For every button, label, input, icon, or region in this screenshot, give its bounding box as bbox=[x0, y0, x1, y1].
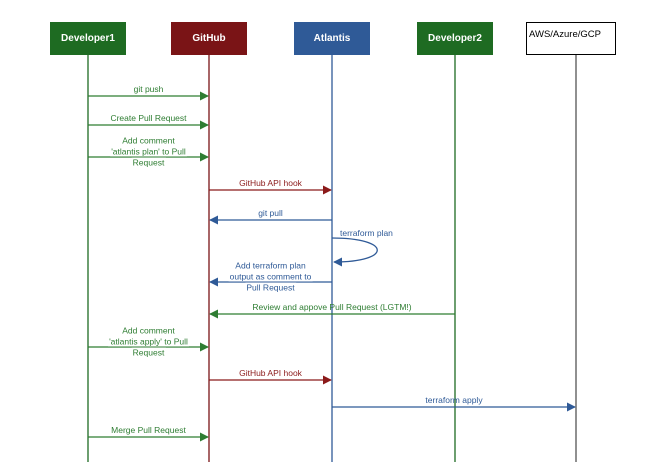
label-backdrop bbox=[228, 271, 313, 282]
label-backdrop bbox=[131, 347, 166, 358]
message-11: terraform apply bbox=[332, 395, 576, 412]
label-backdrop bbox=[131, 157, 166, 168]
message-label: Create Pull Request bbox=[110, 113, 187, 123]
message-4: GitHub API hook bbox=[209, 178, 332, 195]
label-backdrop bbox=[245, 282, 297, 293]
self-arrow bbox=[331, 237, 378, 267]
message-label: terraform apply bbox=[425, 395, 483, 405]
message-label: 'atlantis apply' to Pull bbox=[109, 337, 188, 347]
message-label: Add terraform plan bbox=[235, 261, 306, 271]
label-backdrop bbox=[234, 260, 307, 271]
message-label: git push bbox=[134, 84, 164, 94]
message-label: terraform plan bbox=[340, 228, 393, 238]
message-3: Add comment'atlantis plan' to PullReques… bbox=[88, 135, 209, 168]
message-label: Request bbox=[133, 158, 165, 168]
message-label: GitHub API hook bbox=[239, 178, 303, 188]
actor-atlantis: Atlantis bbox=[294, 22, 370, 55]
actor-cloud: AWS/Azure/GCP bbox=[526, 22, 616, 55]
label-backdrop bbox=[110, 146, 187, 157]
message-2: Create Pull Request bbox=[88, 113, 209, 130]
message-6: terraform plan bbox=[331, 228, 393, 267]
actor-developer1: Developer1 bbox=[50, 22, 126, 55]
message-8: Review and appove Pull Request (LGTM!) bbox=[209, 302, 455, 319]
message-label: output as comment to bbox=[230, 272, 312, 282]
label-backdrop bbox=[121, 135, 177, 146]
message-10: GitHub API hook bbox=[209, 368, 332, 385]
actor-github: GitHub bbox=[171, 22, 247, 55]
message-1: git push bbox=[88, 84, 209, 101]
message-5: git pull bbox=[209, 208, 332, 225]
message-label: Add comment bbox=[122, 326, 175, 336]
message-label: Request bbox=[133, 348, 165, 358]
message-label: Pull Request bbox=[246, 283, 295, 293]
actor-developer2: Developer2 bbox=[417, 22, 493, 55]
label-backdrop bbox=[121, 325, 177, 336]
message-9: Add comment'atlantis apply' to PullReque… bbox=[88, 325, 209, 358]
message-label: 'atlantis plan' to Pull bbox=[111, 147, 186, 157]
message-label: git pull bbox=[258, 208, 283, 218]
message-label: Merge Pull Request bbox=[111, 425, 186, 435]
message-label: Add comment bbox=[122, 136, 175, 146]
message-label: GitHub API hook bbox=[239, 368, 303, 378]
message-label: Review and appove Pull Request (LGTM!) bbox=[252, 302, 411, 312]
label-backdrop bbox=[108, 336, 190, 347]
message-12: Merge Pull Request bbox=[88, 425, 209, 442]
